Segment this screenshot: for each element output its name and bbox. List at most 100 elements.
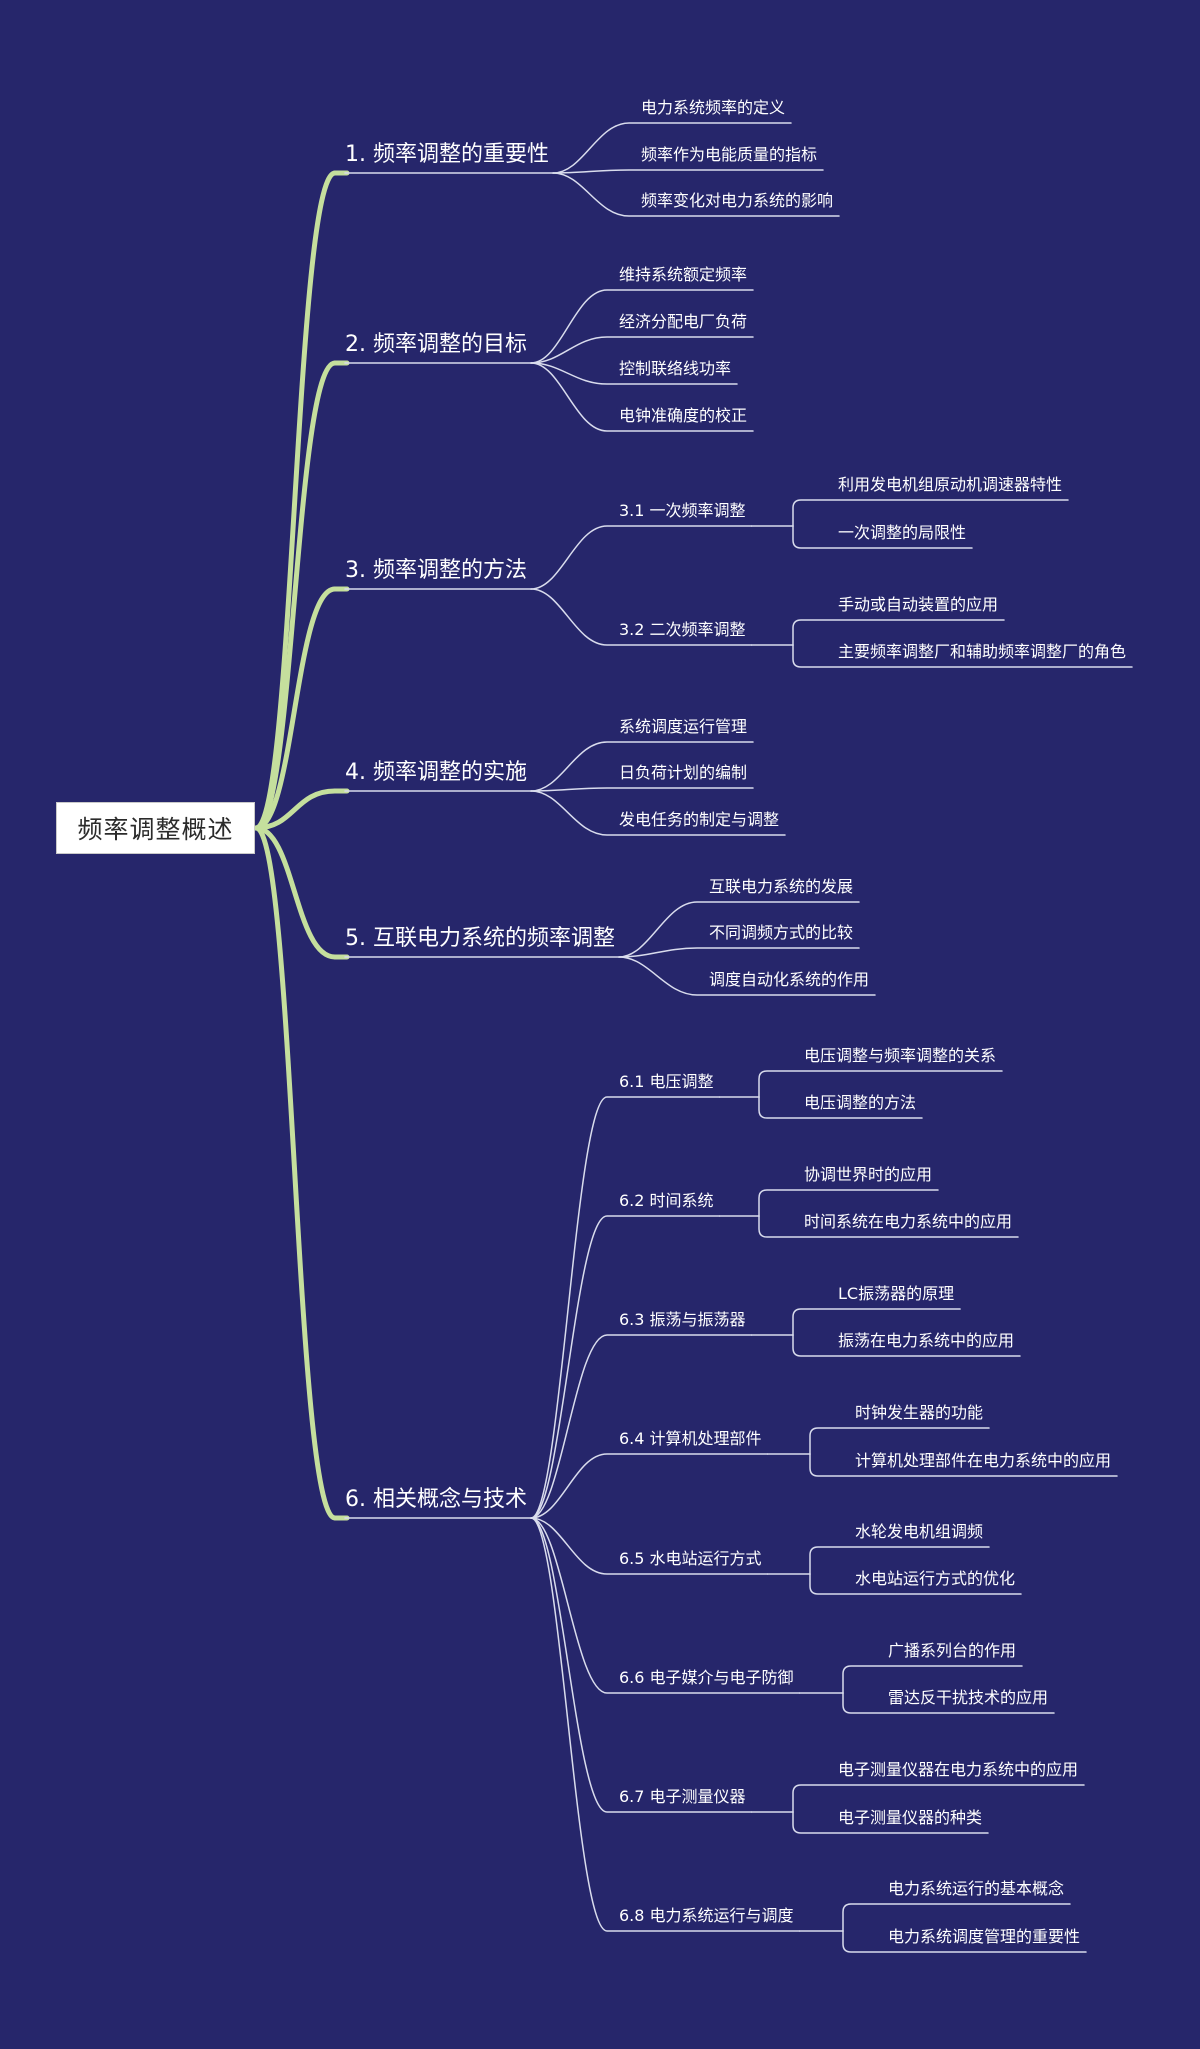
leaf-connector <box>842 1692 1055 1714</box>
main-branch-connector <box>253 788 338 831</box>
leaf-connector <box>792 644 1133 668</box>
branch-1-label[interactable]: 1. 频率调整的重要性 <box>345 142 549 167</box>
sub-branch-connector <box>530 525 753 590</box>
branch-3-child-1-label[interactable]: 3.1 一次频率调整 <box>619 501 746 520</box>
branch-6-child-5-leaf-1-label[interactable]: 水轮发电机组调频 <box>855 1522 984 1541</box>
branch-6-child-5-label[interactable]: 6.5 水电站运行方式 <box>619 1549 762 1568</box>
leaf-connector <box>792 1334 1021 1357</box>
leaf-connector <box>758 1096 923 1119</box>
branch-6-child-5-leaf-2-label[interactable]: 水电站运行方式的优化 <box>855 1569 1016 1588</box>
leaf-connector <box>792 525 973 549</box>
sub-branch-connector <box>530 1517 769 1575</box>
branch-6-child-8-leaf-2-label[interactable]: 电力系统调度管理的重要性 <box>888 1927 1081 1946</box>
branch-4-child-2-label[interactable]: 日负荷计划的编制 <box>619 763 748 782</box>
sub-branch-connector <box>552 172 840 217</box>
branch-5-label[interactable]: 5. 互联电力系统的频率调整 <box>345 926 615 951</box>
branch-1-child-2-label[interactable]: 频率作为电能质量的指标 <box>641 145 818 164</box>
leaf-connector <box>842 1903 1071 1932</box>
leaf-connector <box>792 619 1005 646</box>
branch-6-child-7-label[interactable]: 6.7 电子测量仪器 <box>619 1787 746 1806</box>
sub-branch-connector <box>530 362 738 385</box>
leaf-connector <box>792 499 1069 527</box>
branch-6-label[interactable]: 6. 相关概念与技术 <box>345 1487 527 1512</box>
branch-5-child-2-label[interactable]: 不同调频方式的比较 <box>709 923 854 942</box>
leaf-connector <box>792 1811 989 1834</box>
branch-4-child-1-label[interactable]: 系统调度运行管理 <box>619 717 748 736</box>
branch-6-child-3-label[interactable]: 6.3 振荡与振荡器 <box>619 1310 746 1329</box>
sub-branch-connector <box>530 1453 769 1519</box>
leaf-connector <box>842 1665 1023 1694</box>
branch-6-child-7-leaf-1-label[interactable]: 电子测量仪器在电力系统中的应用 <box>838 1760 1079 1779</box>
branch-6-child-4-leaf-1-label[interactable]: 时钟发生器的功能 <box>855 1403 984 1422</box>
branch-6-child-1-leaf-1-label[interactable]: 电压调整与频率调整的关系 <box>804 1046 997 1065</box>
sub-branch-connector <box>530 588 753 646</box>
branch-2-child-4-label[interactable]: 电钟准确度的校正 <box>619 406 748 425</box>
leaf-connector <box>758 1215 1019 1238</box>
branch-6-child-6-label[interactable]: 6.6 电子媒介与电子防御 <box>619 1668 794 1687</box>
root-node[interactable]: 频率调整概述 <box>56 802 255 854</box>
sub-branch-connector <box>530 362 754 432</box>
leaf-connector <box>809 1573 1022 1595</box>
branch-5-child-1-label[interactable]: 互联电力系统的发展 <box>709 877 854 896</box>
branch-6-child-4-leaf-2-label[interactable]: 计算机处理部件在电力系统中的应用 <box>855 1451 1112 1470</box>
branch-2-child-2-label[interactable]: 经济分配电厂负荷 <box>619 312 748 331</box>
branch-6-child-6-leaf-1-label[interactable]: 广播系列台的作用 <box>888 1641 1017 1660</box>
main-branch-connector <box>253 586 338 831</box>
branch-3-child-1-leaf-1-label[interactable]: 利用发电机组原动机调速器特性 <box>838 475 1063 494</box>
branch-4-child-3-label[interactable]: 发电任务的制定与调整 <box>619 810 780 829</box>
leaf-connector <box>809 1427 990 1455</box>
sub-branch-connector <box>552 169 824 174</box>
branch-3-child-2-label[interactable]: 3.2 二次频率调整 <box>619 620 746 639</box>
sub-branch-connector <box>618 956 876 996</box>
sub-branch-connector <box>530 790 786 836</box>
main-branch-connector <box>253 825 338 960</box>
sub-branch-connector <box>530 1517 753 1813</box>
branch-6-child-6-leaf-2-label[interactable]: 雷达反干扰技术的应用 <box>888 1688 1049 1707</box>
sub-branch-connector <box>530 1334 753 1519</box>
branch-6-child-2-leaf-2-label[interactable]: 时间系统在电力系统中的应用 <box>804 1212 1013 1231</box>
branch-6-child-8-label[interactable]: 6.8 电力系统运行与调度 <box>619 1906 794 1925</box>
leaf-connector <box>758 1189 939 1217</box>
branch-6-child-7-leaf-2-label[interactable]: 电子测量仪器的种类 <box>838 1808 983 1827</box>
leaf-connector <box>842 1930 1087 1953</box>
leaf-connector <box>809 1546 990 1575</box>
sub-branch-connector <box>530 336 754 364</box>
branch-6-child-3-leaf-1-label[interactable]: LC振荡器的原理 <box>838 1284 955 1303</box>
main-branch-connector <box>253 825 338 1521</box>
branch-6-child-8-leaf-1-label[interactable]: 电力系统运行的基本概念 <box>888 1879 1065 1898</box>
sub-branch-connector <box>530 1517 801 1932</box>
branch-6-child-1-label[interactable]: 6.1 电压调整 <box>619 1072 714 1091</box>
branch-1-child-1-label[interactable]: 电力系统频率的定义 <box>641 98 786 117</box>
sub-branch-connector <box>530 741 754 792</box>
leaf-connector <box>758 1070 1003 1098</box>
branch-3-child-1-leaf-2-label[interactable]: 一次调整的局限性 <box>838 523 967 542</box>
branch-6-child-1-leaf-2-label[interactable]: 电压调整的方法 <box>804 1093 917 1112</box>
branch-6-child-2-label[interactable]: 6.2 时间系统 <box>619 1191 714 1210</box>
branch-6-child-4-label[interactable]: 6.4 计算机处理部件 <box>619 1429 762 1448</box>
branch-2-label[interactable]: 2. 频率调整的目标 <box>345 332 527 357</box>
sub-branch-connector <box>530 1517 801 1694</box>
sub-branch-connector <box>618 947 860 958</box>
branch-3-child-2-leaf-2-label[interactable]: 主要频率调整厂和辅助频率调整厂的角色 <box>838 642 1127 661</box>
branch-6-child-2-leaf-1-label[interactable]: 协调世界时的应用 <box>804 1165 933 1184</box>
branch-6-child-3-leaf-2-label[interactable]: 振荡在电力系统中的应用 <box>838 1331 1015 1350</box>
sub-branch-connector <box>618 901 860 958</box>
root-node-label: 频率调整概述 <box>77 815 234 844</box>
sub-branch-connector <box>530 1096 721 1519</box>
branch-3-child-2-leaf-1-label[interactable]: 手动或自动装置的应用 <box>838 595 999 614</box>
sub-branch-connector <box>530 787 754 792</box>
branch-1-child-3-label[interactable]: 频率变化对电力系统的影响 <box>641 191 834 210</box>
main-branch-connector <box>253 360 338 831</box>
leaf-connector <box>792 1308 961 1336</box>
branch-4-label[interactable]: 4. 频率调整的实施 <box>345 760 527 785</box>
branch-2-child-3-label[interactable]: 控制联络线功率 <box>619 359 732 378</box>
sub-branch-connector <box>552 122 792 174</box>
branch-2-child-1-label[interactable]: 维持系统额定频率 <box>619 265 748 284</box>
leaf-connector <box>792 1784 1085 1813</box>
sub-branch-connector <box>530 289 754 364</box>
branch-5-child-3-label[interactable]: 调度自动化系统的作用 <box>709 970 870 989</box>
sub-branch-connector <box>530 1215 721 1519</box>
branch-3-label[interactable]: 3. 频率调整的方法 <box>345 558 527 583</box>
